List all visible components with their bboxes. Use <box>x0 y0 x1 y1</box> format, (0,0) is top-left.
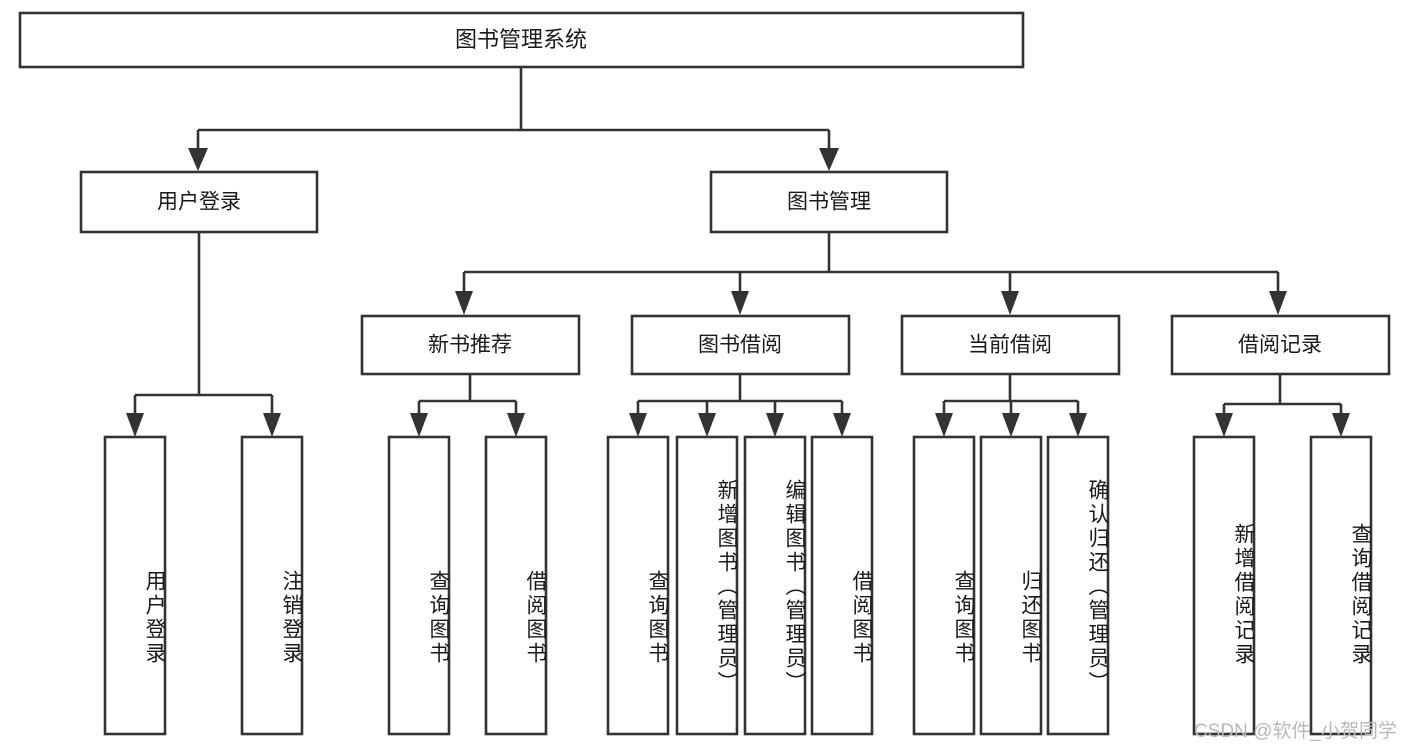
leaf-box-book-borrow-1[interactable] <box>606 435 670 736</box>
arrow-head-icon <box>935 413 953 437</box>
book-management-box <box>709 170 949 234</box>
connector-root-to-level1 <box>188 67 839 171</box>
root-box <box>18 11 1025 69</box>
borrow-record-label: 借阅记录 <box>1238 334 1322 357</box>
connector-bookmgmt-to-level2 <box>455 232 1287 315</box>
connector-newbook-to-leaves <box>410 374 525 437</box>
node-book-borrow[interactable]: 图书借阅 <box>630 314 851 376</box>
connector-bookborrow-to-leaves <box>629 374 851 437</box>
leaf-box-book-borrow-4[interactable] <box>810 435 874 736</box>
new-book-recommend-label: 新书推荐 <box>428 334 512 357</box>
leaf-box-current-borrow-2[interactable] <box>979 435 1043 736</box>
node-user-login[interactable]: 用户登录 <box>79 170 319 234</box>
node-borrow-record[interactable]: 借阅记录 <box>1170 314 1391 376</box>
leaf-box-user-login-2[interactable] <box>240 435 304 736</box>
new-book-recommend-box <box>360 314 581 376</box>
node-root[interactable]: 图书管理系统 <box>18 11 1025 69</box>
leaf-box-book-borrow-2[interactable] <box>675 435 739 736</box>
arrow-head-icon <box>455 291 473 315</box>
current-borrow-box <box>900 314 1121 376</box>
arrow-head-icon <box>819 148 839 171</box>
arrow-head-icon <box>126 413 144 437</box>
node-current-borrow[interactable]: 当前借阅 <box>900 314 1121 376</box>
connector-userlogin-to-leaves <box>126 232 281 437</box>
arrow-head-icon <box>629 413 647 437</box>
borrow-record-box <box>1170 314 1391 376</box>
arrow-head-icon <box>1215 413 1233 437</box>
arrow-head-icon <box>188 148 208 171</box>
root-label: 图书管理系统 <box>455 27 587 52</box>
leaf-box-borrow-record-2[interactable] <box>1309 435 1373 736</box>
arrow-head-icon <box>1269 291 1287 315</box>
leaf-box-current-borrow-3[interactable] <box>1046 435 1110 736</box>
csdn-watermark: CSDN @软件_小贺同学 <box>1194 721 1397 742</box>
arrow-head-icon <box>1069 413 1087 437</box>
arrow-head-icon <box>1001 291 1019 315</box>
leaf-box-new-book-1[interactable] <box>387 435 451 736</box>
arrow-head-icon <box>698 413 716 437</box>
book-management-label: 图书管理 <box>787 191 871 214</box>
arrow-head-icon <box>1002 413 1020 437</box>
current-borrow-label: 当前借阅 <box>968 334 1052 357</box>
connector-currentborrow-to-leaves <box>935 374 1087 437</box>
leaf-box-user-login-1[interactable] <box>103 435 167 736</box>
connector-borrowrecord-to-leaves <box>1215 374 1350 437</box>
node-new-book-recommend[interactable]: 新书推荐 <box>360 314 581 376</box>
book-borrow-box <box>630 314 851 376</box>
arrow-head-icon <box>833 413 851 437</box>
arrow-head-icon <box>1332 413 1350 437</box>
leaf-box-current-borrow-1[interactable] <box>912 435 976 736</box>
node-book-management[interactable]: 图书管理 <box>709 170 949 234</box>
leaf-box-book-borrow-3[interactable] <box>743 435 807 736</box>
arrow-head-icon <box>766 413 784 437</box>
arrow-head-icon <box>263 413 281 437</box>
leaf-box-borrow-record-1[interactable] <box>1192 435 1256 736</box>
arrow-head-icon <box>507 413 525 437</box>
arrow-head-icon <box>731 291 749 315</box>
book-borrow-label: 图书借阅 <box>698 334 782 357</box>
arrow-head-icon <box>410 413 428 437</box>
user-login-label: 用户登录 <box>157 191 241 214</box>
leaf-box-new-book-2[interactable] <box>484 435 548 736</box>
